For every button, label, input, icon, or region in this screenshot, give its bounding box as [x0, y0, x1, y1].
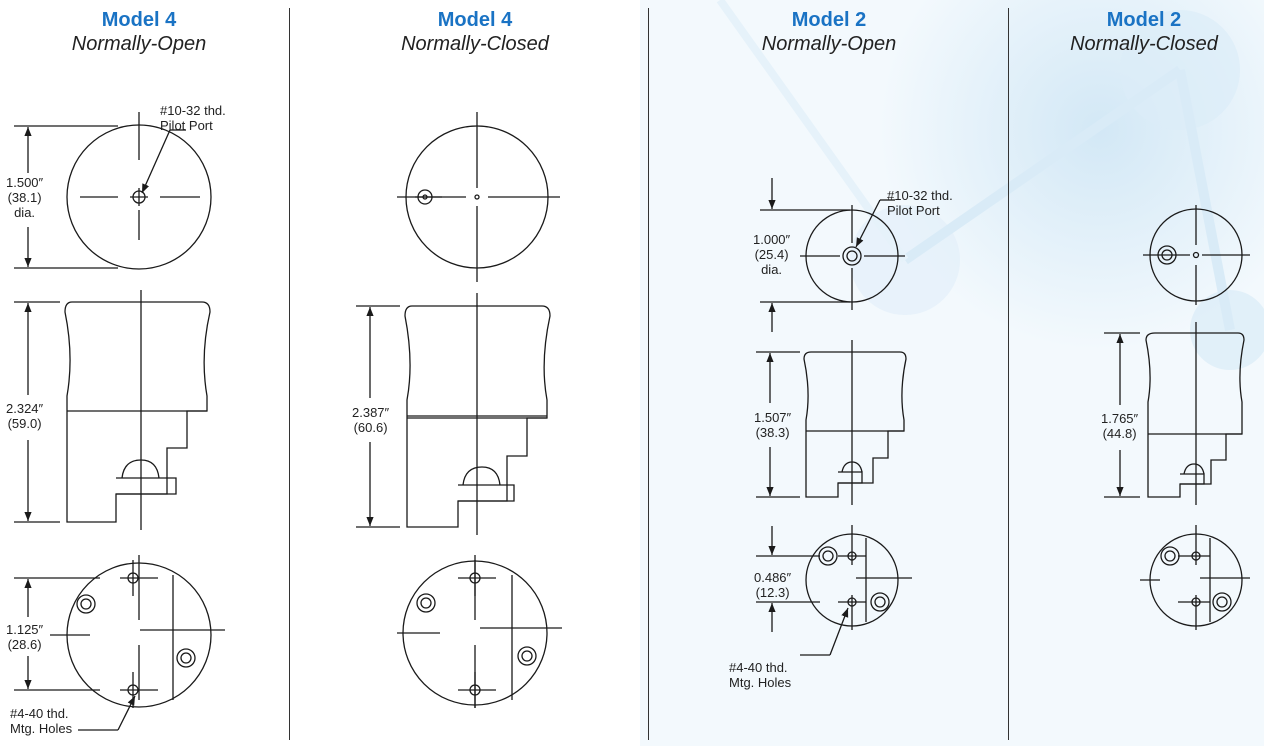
model4-nc-top-view — [397, 112, 560, 282]
model-heading: Model 4 — [101, 9, 177, 31]
top-diameter-dimension: 1.000″ (25.4) dia. — [753, 232, 791, 277]
model-heading: Model 2 — [1106, 9, 1182, 31]
hole-spacing-dimension: 1.125″ (28.6) — [6, 622, 44, 652]
model4-no-side-view — [14, 290, 211, 530]
height-dimension: 2.324″ (59.0) — [6, 401, 44, 431]
mounting-holes-callout: #4-40 thd. Mtg. Holes — [10, 706, 73, 736]
mounting-holes-callout: #4-40 thd. Mtg. Holes — [729, 660, 792, 690]
model2-nc-top-view — [1143, 205, 1250, 305]
height-dimension: 1.765″ (44.8) — [1101, 411, 1139, 441]
type-subheading: Normally-Closed — [401, 33, 549, 55]
pilot-port-callout: #10-32 thd. Pilot Port — [887, 188, 953, 218]
column-title-model2-nc: Model 2 Normally-Closed — [1024, 8, 1264, 56]
model-heading: Model 4 — [437, 9, 513, 31]
height-dimension: 2.387″ (60.6) — [352, 405, 390, 435]
pilot-port-callout: #10-32 thd. Pilot Port — [160, 103, 226, 133]
model4-no-bottom-view — [14, 555, 225, 731]
type-subheading: Normally-Open — [71, 33, 207, 55]
model2-no-bottom-view — [756, 525, 912, 656]
model-heading: Model 2 — [791, 9, 867, 31]
column-title-model4-nc: Model 4 Normally-Closed — [355, 8, 595, 56]
model4-no-top-view — [14, 112, 212, 270]
model2-no-side-view — [756, 340, 907, 505]
model2-no-top-view — [760, 178, 905, 332]
top-diameter-dimension: 1.500″ (38.1) dia. — [6, 175, 44, 220]
model4-nc-bottom-view — [397, 555, 562, 708]
model4-nc-side-view — [356, 293, 551, 535]
column-divider — [1008, 8, 1009, 740]
column-title-model2-no: Model 2 Normally-Open — [709, 8, 949, 56]
type-subheading: Normally-Closed — [1070, 33, 1218, 55]
column-title-model4-no: Model 4 Normally-Open — [19, 8, 259, 56]
column-divider — [289, 8, 290, 740]
height-dimension: 1.507″ (38.3) — [754, 410, 792, 440]
hole-spacing-dimension: 0.486″ (12.3) — [754, 570, 792, 600]
column-divider — [648, 8, 649, 740]
model2-nc-side-view — [1104, 322, 1245, 505]
model2-nc-bottom-view — [1140, 525, 1250, 630]
type-subheading: Normally-Open — [761, 33, 897, 55]
